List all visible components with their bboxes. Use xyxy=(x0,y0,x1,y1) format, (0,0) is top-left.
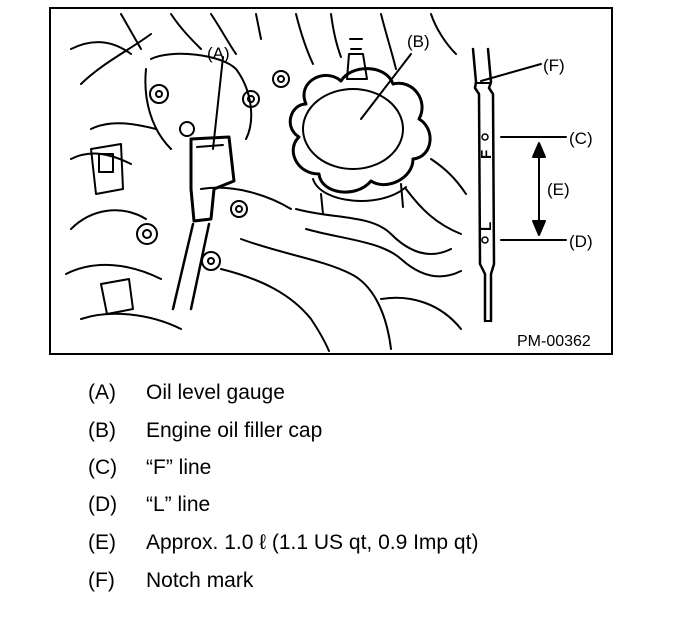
callout-c: (C) xyxy=(569,129,593,148)
legend-text: Engine oil filler cap xyxy=(146,419,323,442)
callout-a: (A) xyxy=(207,44,230,63)
oil-level-gauge xyxy=(171,135,236,311)
engine-illustration: (A) (B) (F) (C) (E) (D) F L PM-00362 xyxy=(65,13,593,352)
dipstick-l-dot xyxy=(481,236,489,244)
legend-key: (D) xyxy=(88,493,118,516)
legend-text: Approx. 1.0 ℓ (1.1 US qt, 0.9 Imp qt) xyxy=(146,531,479,554)
legend-text: Notch mark xyxy=(146,569,254,592)
legend-text: “L” line xyxy=(146,493,211,516)
legend-text: “F” line xyxy=(146,456,212,479)
engine-background-lines xyxy=(65,13,467,352)
callout-f: (F) xyxy=(543,56,565,75)
dipstick-l-mark: L xyxy=(478,222,495,231)
callout-e: (E) xyxy=(547,180,570,199)
engine-figure: (A) (B) (F) (C) (E) (D) F L PM-00362 xyxy=(49,7,613,355)
dipstick-f-mark: F xyxy=(478,150,495,159)
legend-key: (A) xyxy=(88,381,116,404)
engine-oil-filler-cap xyxy=(288,38,432,215)
legend-key: (E) xyxy=(88,531,116,554)
dipstick-f-dot xyxy=(481,133,489,141)
leader-line-b xyxy=(360,53,412,120)
legend-key: (B) xyxy=(88,419,116,442)
sensor-connector xyxy=(100,278,134,315)
legend-key: (F) xyxy=(88,569,115,592)
connector-bracket xyxy=(90,143,124,195)
engine-bolts xyxy=(136,70,290,271)
dipstick-detail xyxy=(471,47,496,323)
callout-d: (D) xyxy=(569,232,593,251)
leader-line-a xyxy=(212,56,224,150)
dimension-arrow-e xyxy=(532,142,546,236)
callout-b: (B) xyxy=(407,32,430,51)
figure-code: PM-00362 xyxy=(517,333,591,350)
legend-key: (C) xyxy=(88,456,118,479)
legend-text: Oil level gauge xyxy=(146,381,285,404)
